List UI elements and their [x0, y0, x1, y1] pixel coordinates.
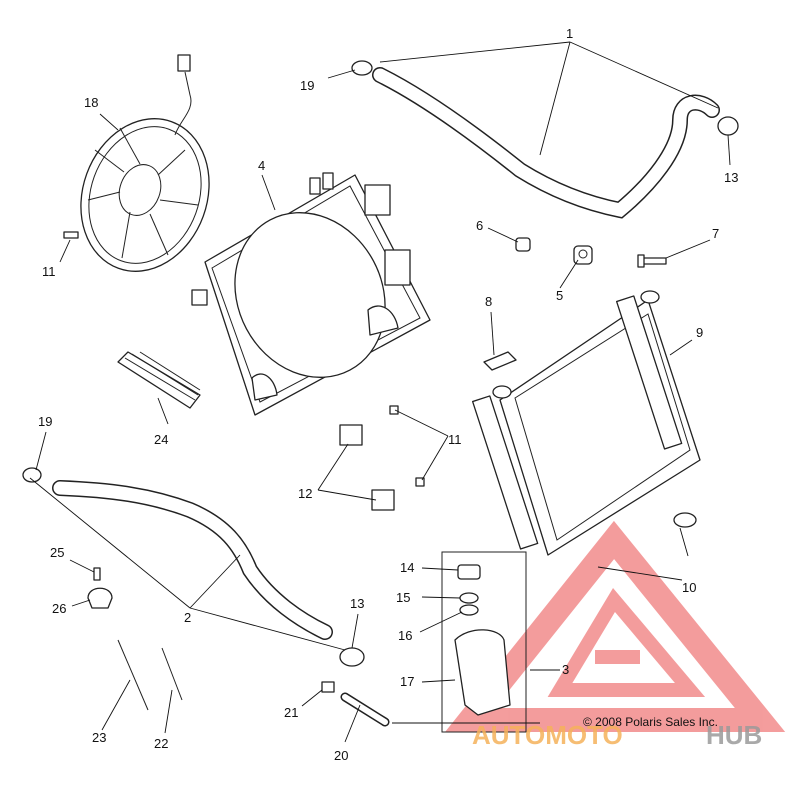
callout-19-upper: 19	[300, 78, 314, 93]
callout-6: 6	[476, 218, 483, 233]
copyright-notice: © 2008 Polaris Sales Inc.	[583, 715, 718, 729]
callout-25: 25	[50, 545, 64, 560]
callout-24: 24	[154, 432, 168, 447]
callout-15: 15	[396, 590, 410, 605]
radiator-cap-10	[673, 512, 697, 528]
callout-26: 26	[52, 601, 66, 616]
watermark-text: AUTOMOTO HUB	[472, 720, 762, 750]
leader-lines	[29, 41, 731, 743]
upper-coolant-hose	[351, 60, 739, 219]
callout-18: 18	[84, 95, 98, 110]
callout-13-upper: 13	[724, 170, 738, 185]
callout-21: 21	[284, 705, 298, 720]
clamp-21	[321, 681, 335, 693]
callout-23: 23	[92, 730, 106, 745]
grommet-6	[515, 237, 531, 252]
callout-4: 4	[258, 158, 265, 173]
callout-2: 2	[184, 610, 191, 625]
callout-1: 1	[566, 26, 573, 41]
callout-22: 22	[154, 736, 168, 751]
fan-shroud	[191, 172, 431, 416]
watermark-text-a: AUTOMOTO	[472, 720, 623, 750]
callout-11-upper: 11	[42, 264, 56, 279]
reservoir-kit	[441, 551, 527, 733]
callout-19-lower: 19	[38, 414, 52, 429]
callout-9: 9	[696, 325, 703, 340]
callout-8: 8	[485, 294, 492, 309]
isolator-5	[573, 245, 593, 265]
callout-3: 3	[562, 662, 569, 677]
callout-labels: 1 2 3 4 5 6 7 8 9 10 11 11 12 13 13 14 1…	[38, 26, 738, 763]
hose-sleeve	[117, 351, 201, 409]
callout-16: 16	[398, 628, 412, 643]
bracket-8	[483, 351, 517, 371]
bolt-11-lower-a	[389, 405, 399, 415]
callout-17: 17	[400, 674, 414, 689]
bolt-11-upper	[63, 231, 79, 239]
mount-12-upper	[339, 424, 363, 446]
screw-25	[93, 567, 101, 581]
callout-12: 12	[298, 486, 312, 501]
callout-10: 10	[682, 580, 696, 595]
callout-11-lower: 11	[448, 432, 462, 447]
fan-assembly	[80, 54, 210, 272]
mount-12-lower	[371, 489, 395, 511]
callout-20: 20	[334, 748, 348, 763]
clamp-26	[87, 587, 113, 609]
lower-coolant-hose	[22, 467, 365, 667]
watermark-text-b: HUB	[706, 720, 762, 750]
callout-13-lower: 13	[350, 596, 364, 611]
cable-tie-22	[161, 647, 183, 701]
bolt-11-lower-b	[415, 477, 425, 487]
radiator	[471, 290, 701, 556]
callout-14: 14	[400, 560, 414, 575]
cable-tie-23	[117, 639, 149, 711]
callout-5: 5	[556, 288, 563, 303]
bolt-7	[637, 254, 667, 268]
overflow-hose-20	[340, 692, 390, 727]
watermark-logo	[445, 520, 786, 732]
callout-7: 7	[712, 226, 719, 241]
